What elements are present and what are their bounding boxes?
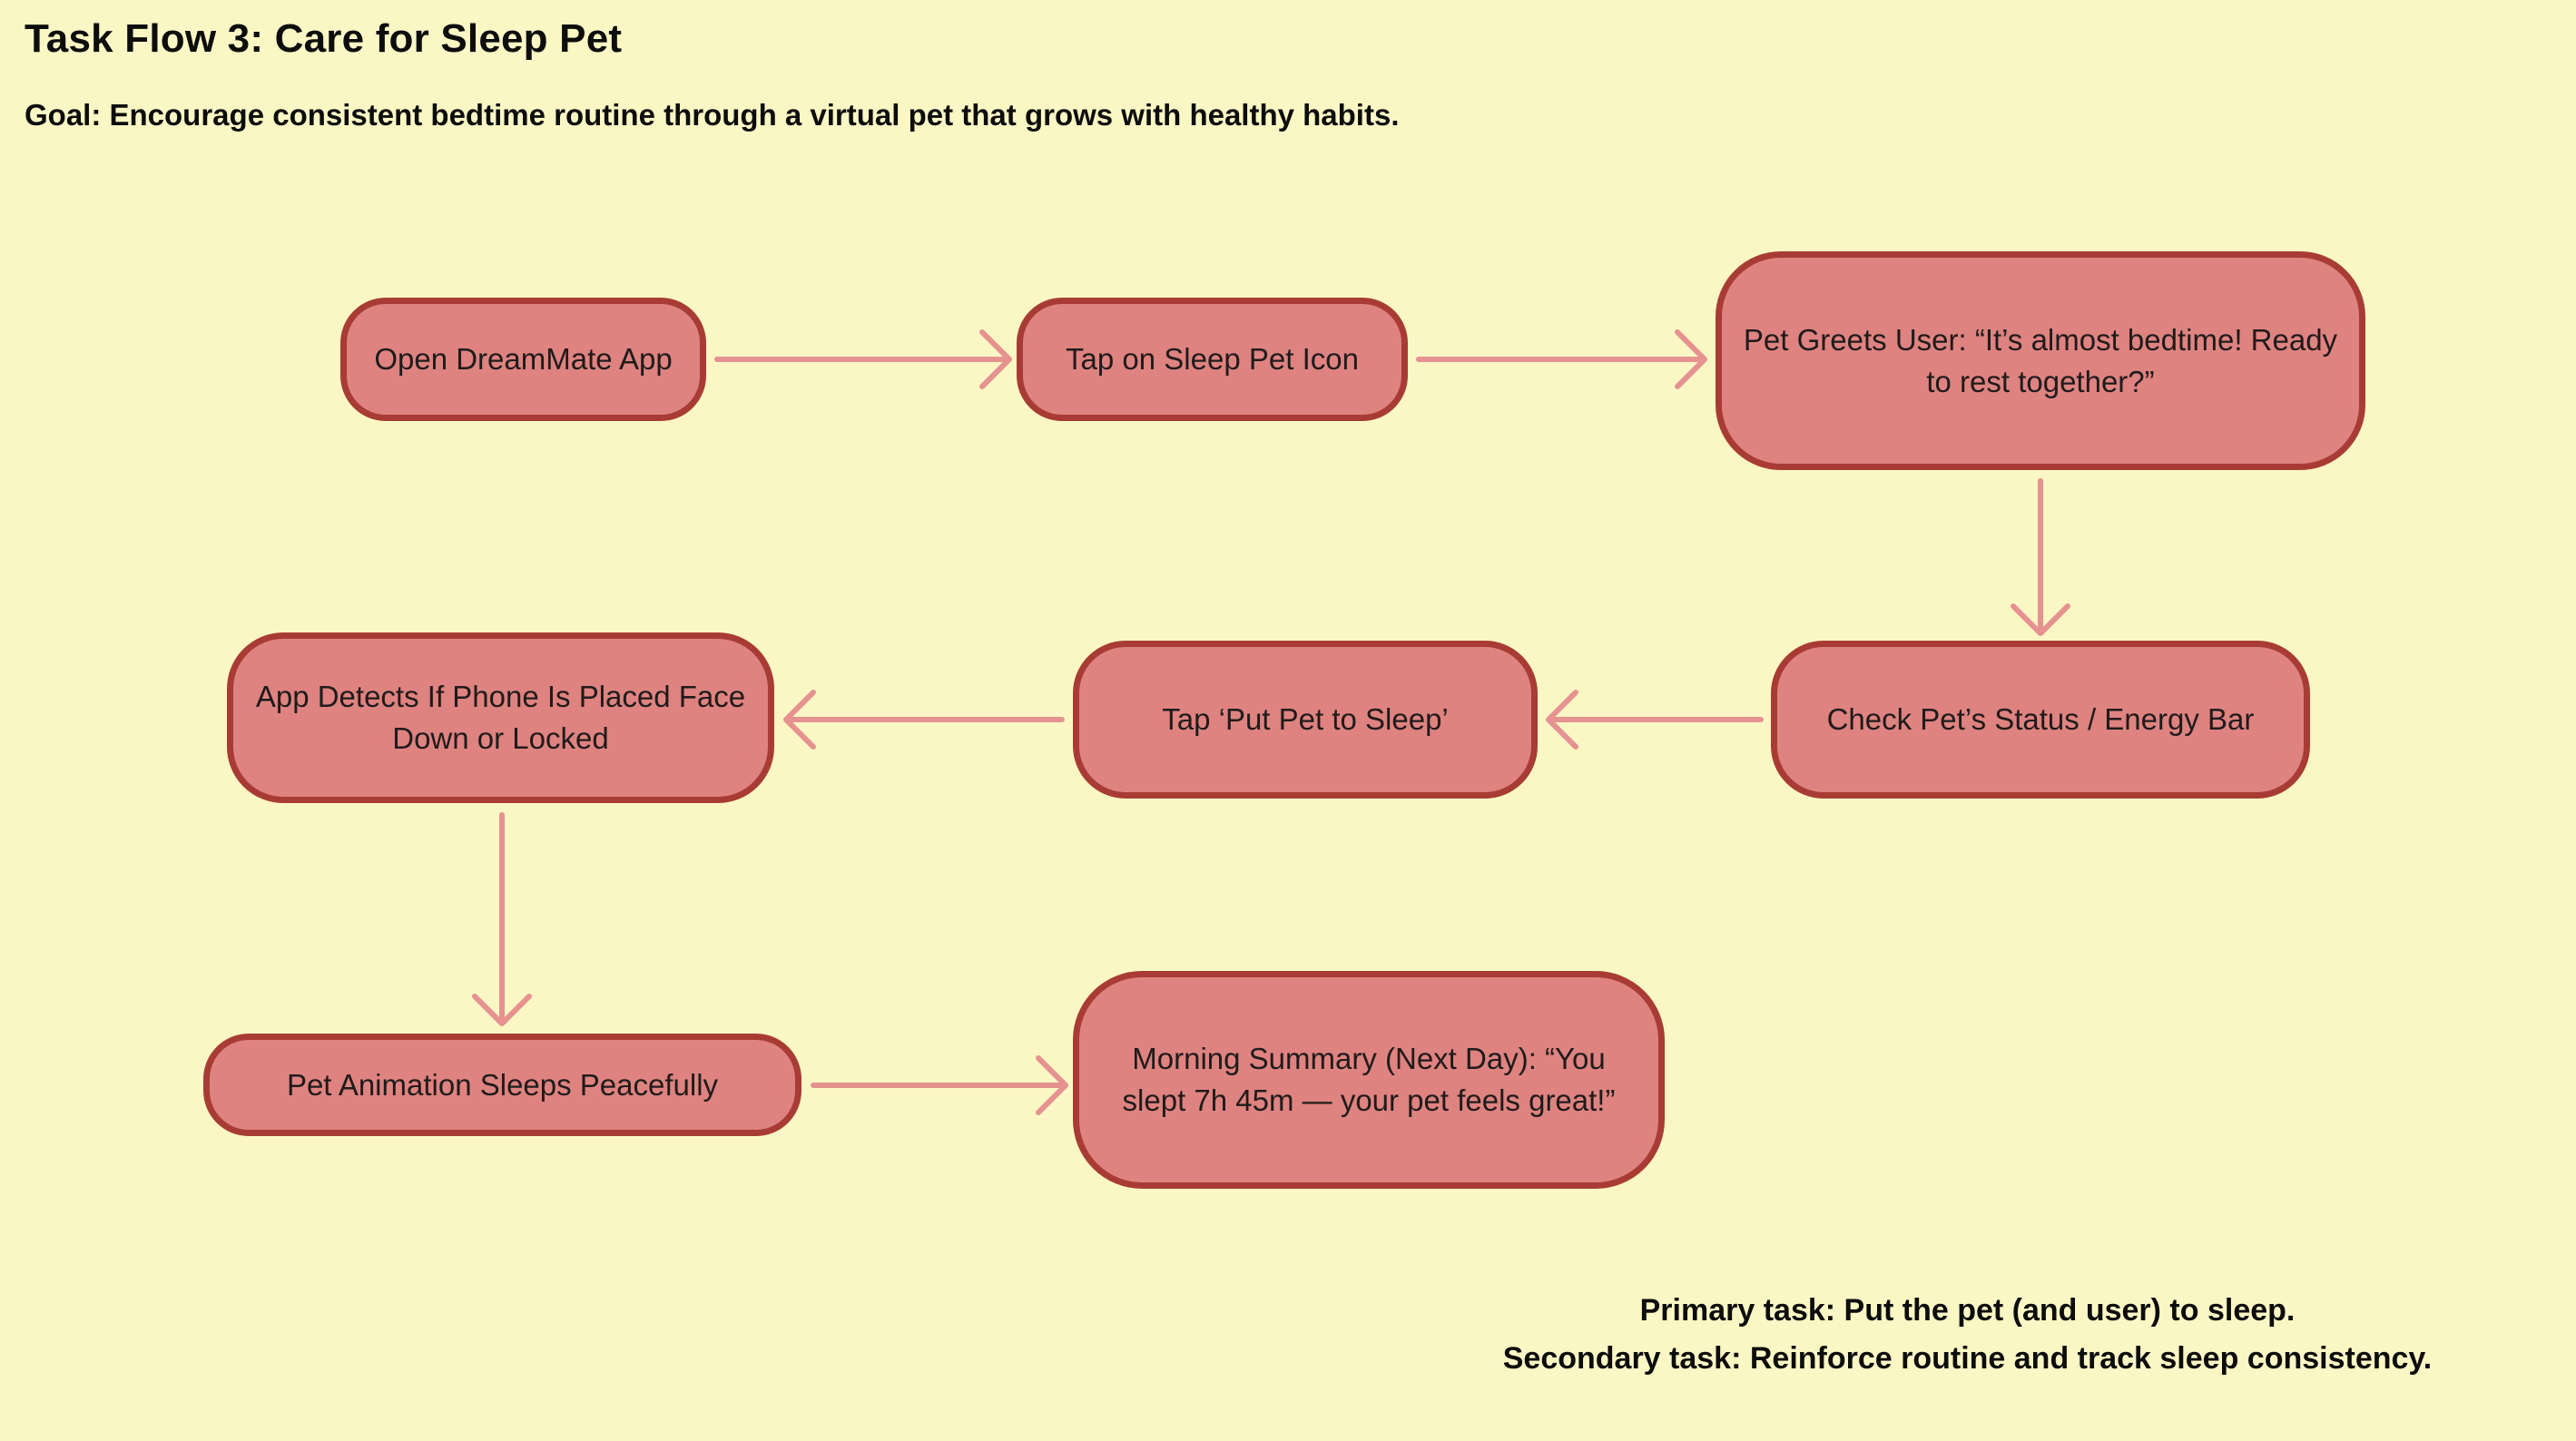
node-check-status-label: Check Pet’s Status / Energy Bar [1826, 702, 2255, 737]
node-tap-put-pet-to-sleep: Tap ‘Put Pet to Sleep’ [1073, 641, 1538, 799]
node-app-detects: App Detects If Phone Is Placed Face Down… [227, 632, 774, 803]
goal-subtitle: Goal: Encourage consistent bedtime routi… [25, 98, 1400, 132]
node-pet-animation-label: Pet Animation Sleeps Peacefully [286, 1067, 719, 1102]
page-title: Task Flow 3: Care for Sleep Pet [25, 16, 623, 61]
node-open-app: Open DreamMate App [340, 298, 706, 421]
node-open-app-label: Open DreamMate App [374, 342, 673, 377]
arrow-check-status-to-tap-sleep [1546, 690, 1764, 750]
arrow-open-app-to-tap-icon [714, 329, 1012, 389]
arrow-app-detects-to-pet-animation [472, 812, 532, 1026]
node-pet-animation: Pet Animation Sleeps Peacefully [203, 1034, 801, 1136]
secondary-task-text: Secondary task: Reinforce routine and tr… [1502, 1341, 2433, 1377]
node-pet-greets: Pet Greets User: “It’s almost bedtime! R… [1716, 251, 2365, 470]
arrow-pet-greets-to-check-status [2011, 478, 2070, 636]
task-summary: Primary task: Put the pet (and user) to … [1443, 1287, 2492, 1384]
node-tap-put-pet-to-sleep-label: Tap ‘Put Pet to Sleep’ [1162, 702, 1449, 737]
node-app-detects-label: App Detects If Phone Is Placed Face Down… [255, 680, 746, 755]
node-morning-summary: Morning Summary (Next Day): “You slept 7… [1073, 971, 1665, 1189]
arrow-tap-icon-to-pet-greets [1416, 329, 1707, 389]
node-morning-summary-label: Morning Summary (Next Day): “You slept 7… [1122, 1042, 1616, 1117]
node-pet-greets-label: Pet Greets User: “It’s almost bedtime! R… [1743, 322, 2338, 398]
arrow-tap-sleep-to-app-detects [783, 690, 1065, 750]
node-check-status: Check Pet’s Status / Energy Bar [1771, 641, 2310, 799]
node-tap-sleep-pet-icon-label: Tap on Sleep Pet Icon [1066, 342, 1359, 377]
primary-task-text: Primary task: Put the pet (and user) to … [1639, 1293, 2296, 1328]
node-tap-sleep-pet-icon: Tap on Sleep Pet Icon [1017, 298, 1408, 421]
arrow-pet-animation-to-morning-summary [811, 1055, 1068, 1115]
